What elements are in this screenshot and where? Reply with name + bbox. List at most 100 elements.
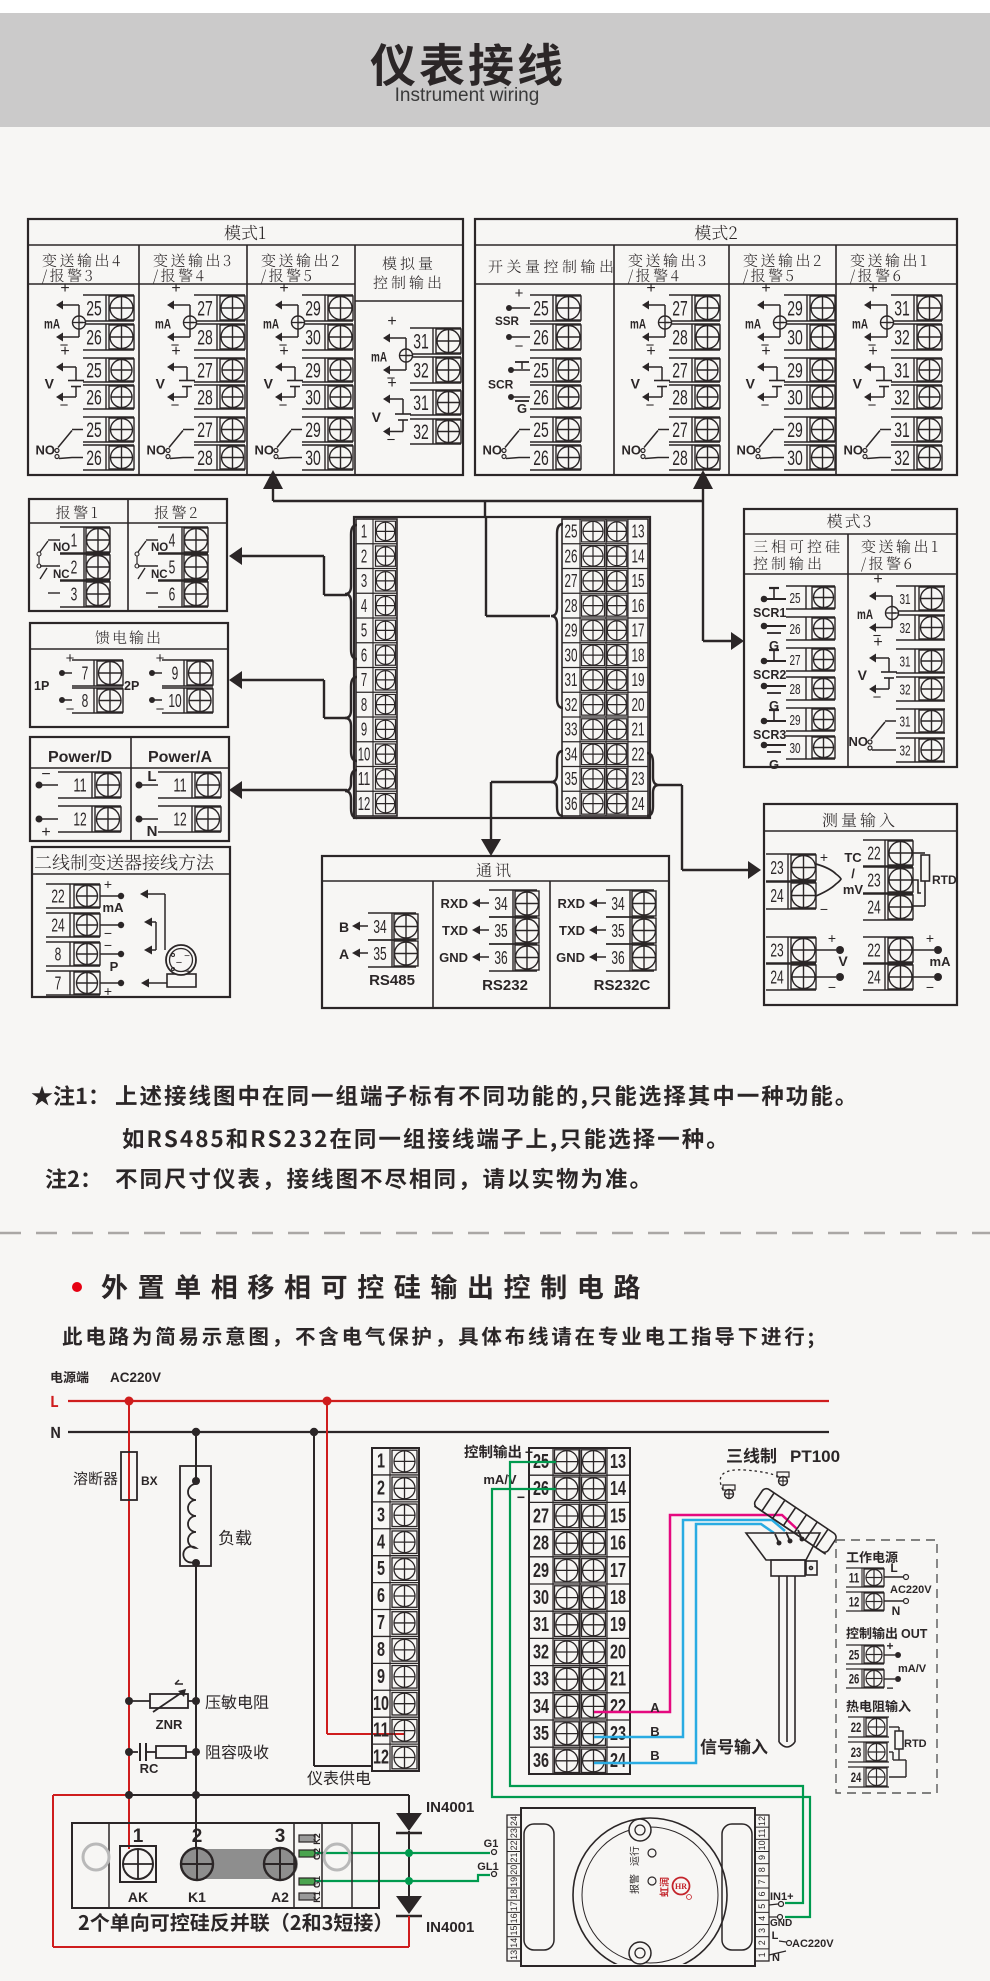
svg-text:24: 24: [509, 1816, 519, 1826]
svg-text:BX: BX: [141, 1474, 158, 1488]
svg-text:30: 30: [789, 740, 800, 757]
svg-text:+: +: [868, 280, 877, 297]
svg-text:2: 2: [71, 557, 78, 577]
svg-text:+: +: [387, 375, 396, 392]
svg-text:PT100: PT100: [790, 1447, 840, 1466]
svg-text:NO: NO: [151, 542, 168, 554]
svg-text:21: 21: [610, 1669, 626, 1691]
svg-text:26: 26: [533, 447, 549, 470]
svg-text:RTD: RTD: [932, 873, 957, 887]
svg-text:30: 30: [533, 1587, 549, 1609]
svg-text:+: +: [171, 343, 180, 360]
svg-text:GND: GND: [439, 950, 468, 965]
svg-text:35: 35: [611, 921, 624, 941]
svg-text:20: 20: [610, 1641, 626, 1663]
svg-text:35: 35: [565, 769, 578, 789]
svg-text:10: 10: [373, 1693, 389, 1715]
svg-text:−: −: [828, 979, 836, 995]
svg-text:29: 29: [787, 298, 803, 321]
svg-text:+: +: [66, 650, 75, 667]
svg-text:V: V: [858, 667, 868, 683]
svg-text:6: 6: [757, 1892, 767, 1897]
svg-text:23: 23: [770, 940, 783, 960]
svg-text:11: 11: [849, 1570, 860, 1586]
svg-text:−: −: [761, 397, 770, 414]
svg-text:−: −: [279, 397, 288, 414]
svg-text:−: −: [515, 338, 524, 355]
svg-text:30: 30: [305, 327, 321, 350]
svg-text:7: 7: [757, 1879, 767, 1884]
svg-text:−: −: [60, 337, 69, 354]
svg-text:+: +: [525, 1444, 533, 1460]
svg-text:K1: K1: [312, 1891, 322, 1903]
svg-text:36: 36: [611, 948, 624, 968]
svg-text:V: V: [45, 376, 55, 392]
svg-text:GL1: GL1: [477, 1861, 498, 1873]
svg-text:mA: mA: [44, 316, 60, 332]
svg-text:13: 13: [632, 522, 645, 542]
svg-text:2: 2: [361, 546, 367, 566]
svg-text:12: 12: [849, 1594, 860, 1610]
svg-text:+: +: [761, 343, 770, 360]
svg-text:9: 9: [377, 1666, 385, 1688]
svg-text:NO: NO: [147, 443, 167, 458]
svg-text:22: 22: [509, 1840, 519, 1850]
svg-text:+: +: [279, 280, 288, 297]
svg-text:32: 32: [899, 681, 910, 698]
svg-text:12: 12: [358, 794, 371, 814]
svg-text:N: N: [892, 1604, 901, 1618]
svg-text:32: 32: [899, 620, 910, 637]
svg-text:12: 12: [173, 809, 186, 829]
svg-text:28: 28: [672, 447, 688, 470]
svg-text:SCR: SCR: [488, 378, 514, 392]
svg-text:7: 7: [361, 670, 367, 690]
svg-text:14: 14: [509, 1938, 519, 1948]
svg-text:12: 12: [73, 809, 86, 829]
svg-text:K2: K2: [312, 1833, 322, 1845]
svg-text:V: V: [838, 953, 848, 969]
svg-text:−: −: [387, 432, 396, 449]
svg-text:−: −: [646, 397, 655, 414]
svg-text:V: V: [631, 376, 641, 392]
svg-text:16: 16: [509, 1913, 519, 1923]
svg-text:NO: NO: [483, 443, 503, 458]
svg-text:17: 17: [610, 1560, 626, 1582]
svg-text:14: 14: [610, 1478, 627, 1500]
svg-text:19: 19: [610, 1614, 626, 1636]
svg-text:29: 29: [533, 1560, 549, 1582]
svg-text:NO: NO: [849, 734, 869, 749]
svg-text:mA: mA: [155, 316, 171, 332]
svg-text:+: +: [646, 343, 655, 360]
svg-text:G: G: [517, 401, 527, 416]
svg-text:10: 10: [168, 691, 181, 711]
svg-text:6: 6: [377, 1585, 385, 1607]
svg-text:mA: mA: [630, 316, 646, 332]
svg-text:GND: GND: [770, 1918, 792, 1929]
svg-text:27: 27: [789, 652, 800, 669]
svg-text:−: −: [104, 937, 112, 953]
svg-text:17: 17: [632, 621, 645, 641]
svg-text:15: 15: [610, 1505, 626, 1527]
svg-text:RS485: RS485: [369, 972, 415, 989]
svg-text:33: 33: [565, 720, 578, 740]
svg-text:+: +: [828, 930, 836, 946]
svg-text:36: 36: [565, 794, 578, 814]
svg-text:18: 18: [610, 1587, 626, 1609]
svg-text:+: +: [60, 280, 69, 297]
svg-text:+: +: [171, 280, 180, 297]
svg-text:25: 25: [789, 590, 800, 607]
svg-text:8: 8: [361, 695, 367, 715]
svg-text:23: 23: [851, 1744, 862, 1760]
svg-text:TC: TC: [844, 850, 862, 865]
svg-text:16: 16: [632, 596, 645, 616]
svg-text:25: 25: [849, 1647, 860, 1663]
svg-text:19: 19: [632, 670, 645, 690]
svg-text:4: 4: [377, 1531, 386, 1553]
svg-text:+: +: [761, 280, 770, 297]
svg-text:35: 35: [494, 921, 507, 941]
svg-text:B: B: [339, 919, 349, 935]
svg-text:11: 11: [373, 1720, 389, 1742]
svg-text:+: +: [104, 876, 112, 892]
svg-text:34: 34: [373, 917, 386, 937]
svg-text:V: V: [264, 376, 274, 392]
